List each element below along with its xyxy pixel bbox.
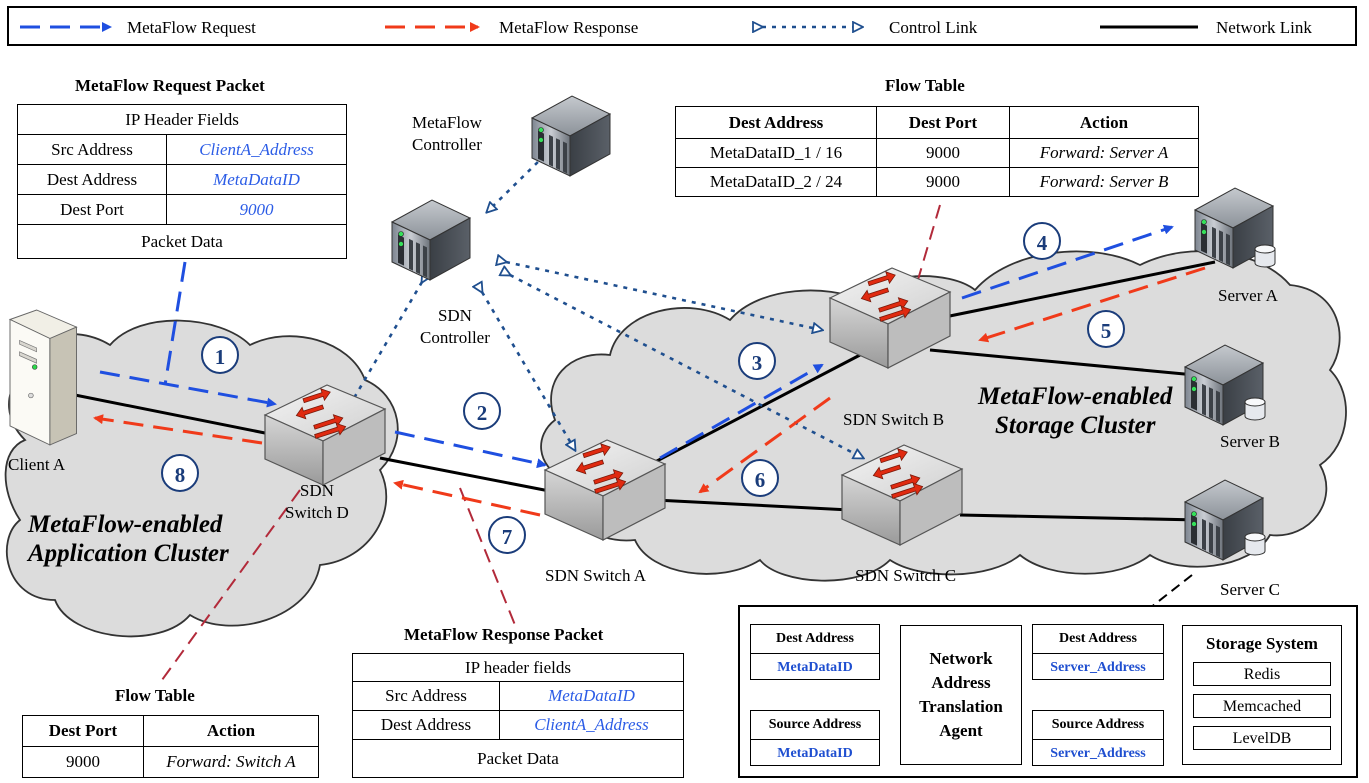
server-b-disk-icon	[1244, 397, 1266, 421]
nat-value: MetaDataID	[777, 746, 853, 761]
nat-value: MetaDataID	[777, 660, 853, 675]
request-row-value: ClientA_Address	[166, 134, 347, 165]
sdn-controller-label: SDN Controller	[420, 306, 490, 347]
server-c-disk-icon	[1244, 532, 1266, 556]
request-row-value: 9000	[166, 194, 347, 225]
storage-item: LevelDB	[1193, 726, 1331, 750]
request-row-value: MetaDataID	[166, 164, 347, 195]
request-arrows	[99, 224, 1174, 469]
client-a-computer[interactable]	[9, 309, 77, 446]
nat-header: Dest Address	[751, 625, 879, 654]
storage-item: Redis	[1193, 662, 1331, 686]
flow-table-b-cell: Forward: Server A	[1009, 138, 1199, 168]
storage-cluster-title: MetaFlow-enabled Storage Cluster	[978, 383, 1173, 439]
request-row-field: Src Address	[17, 134, 167, 165]
request-row-field: Dest Port	[17, 194, 167, 225]
nat-agent-box: Network Address Translation Agent	[900, 625, 1022, 765]
flow-table-d: Dest Port Action 9000 Forward: Switch A	[22, 715, 319, 778]
server-c-link	[1149, 574, 1193, 609]
flow-table-b-cell: 9000	[876, 167, 1010, 197]
sdn-controller-server[interactable]	[391, 199, 471, 281]
step-badge: 2	[463, 392, 501, 430]
metaflow-controller-label: MetaFlow Controller	[412, 113, 482, 154]
storage-system-box: Storage System Redis Memcached LevelDB	[1182, 625, 1342, 765]
flow-table-d-header: Action	[143, 715, 319, 747]
legend: MetaFlow Request MetaFlow Response Contr…	[7, 6, 1357, 46]
flow-table-b-title: Flow Table	[885, 76, 965, 95]
switch-b-label: SDN Switch B	[843, 410, 945, 429]
annotation-lines	[161, 204, 941, 681]
flow-table-b-header: Dest Port	[876, 106, 1010, 139]
nat-header: Source Address	[751, 711, 879, 740]
nat-value: Server_Address	[1050, 746, 1146, 761]
legend-request-label: MetaFlow Request	[127, 18, 256, 37]
legend-control-label: Control Link	[889, 18, 978, 37]
server-a-label: Server A	[1218, 286, 1278, 305]
flow-table-d-cell: Forward: Switch A	[143, 746, 319, 778]
response-row-value: ClientA_Address	[499, 710, 684, 740]
flow-table-b-cell: MetaDataID_1 / 16	[675, 138, 877, 168]
response-row-field: Dest Address	[352, 710, 500, 740]
request-row-field: Dest Address	[17, 164, 167, 195]
storage-item: Memcached	[1193, 694, 1331, 718]
storage-system-title: Storage System	[1206, 634, 1318, 653]
step-badge: 6	[741, 459, 779, 497]
nat-header: Source Address	[1033, 711, 1163, 740]
flow-table-d-cell: 9000	[22, 746, 144, 778]
flow-table-b: Dest Address Dest Port Action MetaDataID…	[675, 106, 1199, 197]
nat-source-address-in: Source Address Server_Address	[1032, 710, 1164, 766]
nat-dest-address-out: Dest Address Server_Address	[1032, 624, 1164, 680]
step-badge: 1	[201, 336, 239, 374]
flow-table-d-header: Dest Port	[22, 715, 144, 747]
flow-table-d-title: Flow Table	[115, 686, 195, 705]
flow-table-b-cell: Forward: Server B	[1009, 167, 1199, 197]
legend-response-label: MetaFlow Response	[499, 18, 639, 37]
request-packet-header: IP Header Fields	[17, 104, 347, 135]
step-badge: 8	[161, 454, 199, 492]
switch-a-label: SDN Switch A	[545, 566, 647, 585]
response-row-field: Src Address	[352, 681, 500, 711]
step-badge: 5	[1087, 310, 1125, 348]
application-cluster-title: MetaFlow-enabled Application Cluster	[28, 511, 229, 567]
nat-source-address-out: Source Address MetaDataID	[750, 710, 880, 766]
nat-header: Dest Address	[1033, 625, 1163, 654]
legend-network-label: Network Link	[1216, 18, 1312, 37]
switch-c-label: SDN Switch C	[855, 566, 957, 585]
nat-dest-address-in: Dest Address MetaDataID	[750, 624, 880, 680]
response-row-value: MetaDataID	[499, 681, 684, 711]
switch-d-label: SDN Switch D	[285, 481, 349, 522]
response-packet-data: Packet Data	[352, 739, 684, 778]
network-links	[59, 260, 1216, 522]
request-packet-title: MetaFlow Request Packet	[75, 76, 265, 95]
server-a-disk-icon	[1254, 244, 1276, 268]
client-a-label: Client A	[8, 455, 66, 474]
step-badge: 3	[738, 342, 776, 380]
response-arrows	[93, 266, 1206, 517]
response-packet-header: IP header fields	[352, 653, 684, 682]
flow-table-b-header: Action	[1009, 106, 1199, 139]
flow-table-b-header: Dest Address	[675, 106, 877, 139]
control-links	[347, 155, 863, 458]
flow-table-b-cell: MetaDataID_2 / 24	[675, 167, 877, 197]
server-c-label: Server C	[1220, 580, 1280, 599]
step-badge: 7	[488, 516, 526, 554]
metaflow-controller-server[interactable]	[531, 95, 611, 177]
request-packet-data: Packet Data	[17, 224, 347, 259]
nat-value: Server_Address	[1050, 660, 1146, 675]
flow-table-b-cell: 9000	[876, 138, 1010, 168]
step-badge: 4	[1023, 222, 1061, 260]
server-b-label: Server B	[1220, 432, 1280, 451]
response-packet-title: MetaFlow Response Packet	[404, 625, 604, 644]
